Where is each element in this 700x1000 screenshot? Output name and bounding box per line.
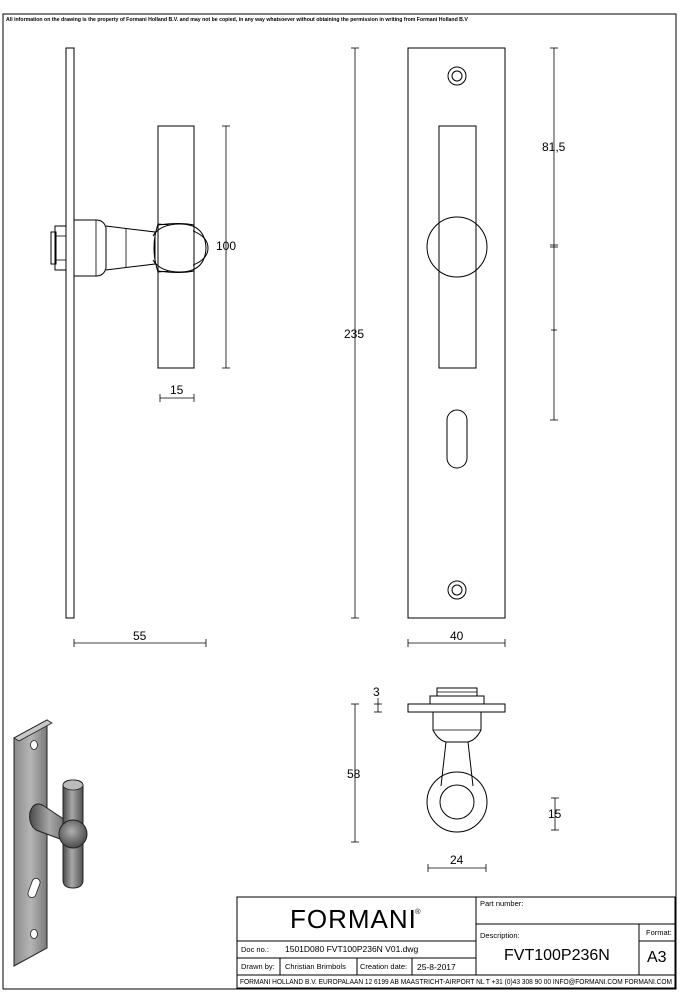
dim-label-plate-height: 235 xyxy=(344,327,364,341)
isometric-view xyxy=(13,719,88,967)
side-view-bar-mask xyxy=(159,225,193,271)
front-view-handle-bar xyxy=(438,125,477,369)
dim-label-projection: 55 xyxy=(133,629,147,643)
top-view-rosette-body xyxy=(432,712,482,743)
top-view-rosette xyxy=(429,695,485,705)
side-view-spindle-cap xyxy=(50,231,57,265)
side-view-neck xyxy=(105,225,156,271)
title-block: FORMANI ® Doc no.: 1501D080 FVT100P236N … xyxy=(236,896,676,989)
drawn-by-value: Christian Brimbols xyxy=(285,962,346,971)
front-view-backplate xyxy=(407,47,506,619)
dimension-ring-depth: 15 xyxy=(548,797,562,831)
dimension-projection: 55 xyxy=(73,629,207,647)
side-view-knob-outline xyxy=(152,223,207,273)
top-view-backplate xyxy=(407,703,506,713)
dim-label-plate-width: 40 xyxy=(450,629,464,643)
side-view-handle-bar xyxy=(157,125,195,369)
company-footer: FORMANI HOLLAND B.V. EUROPALAAN 12 6199 … xyxy=(240,977,672,986)
iso-keyhole xyxy=(27,877,41,899)
iso-knob xyxy=(58,819,88,849)
front-view-screw-hole-top xyxy=(447,66,467,86)
dimension-plate-height: 235 xyxy=(344,47,364,619)
dim-label-ring-depth: 15 xyxy=(548,807,562,821)
doc-no-value: 1501D080 FVT100P236N V01.dwg xyxy=(285,944,419,954)
registered-mark: ® xyxy=(415,907,421,916)
iso-bar-top xyxy=(62,779,84,791)
front-view-screw-hole-bottom-inner xyxy=(451,584,463,596)
front-view-keyhole xyxy=(446,409,468,469)
description-value: FVT100P236N xyxy=(504,947,610,964)
dimension-plate-thickness: 3 xyxy=(373,685,382,713)
dimension-handle-length: 100 xyxy=(216,125,236,369)
side-view xyxy=(50,47,209,619)
side-view-rosette xyxy=(73,219,107,277)
format-label: Format: xyxy=(646,928,672,937)
front-view-screw-hole-top-inner xyxy=(451,70,463,82)
creation-date-label: Creation date: xyxy=(360,962,407,971)
doc-no-label: Doc no.: xyxy=(241,945,269,954)
drawing-frame xyxy=(2,13,677,990)
front-view xyxy=(407,47,506,619)
creation-date-value: 25-8-2017 xyxy=(417,962,456,972)
format-value: A3 xyxy=(647,949,667,966)
top-view-ring-inner xyxy=(439,784,475,820)
iso-screw-hole-top xyxy=(30,740,38,750)
side-view-knob-top xyxy=(157,223,195,226)
dimension-plate-width: 40 xyxy=(407,629,506,647)
dimension-total-depth: 58 xyxy=(347,703,361,843)
formani-logo: FORMANI xyxy=(290,904,417,934)
dim-label-handle-diameter: 15 xyxy=(170,383,184,397)
dimension-spindle-distance: 81,5 xyxy=(542,47,566,421)
top-view xyxy=(407,687,506,833)
side-view-spindle-housing xyxy=(54,225,67,271)
dimension-handle-diameter: 15 xyxy=(159,383,195,402)
front-view-screw-hole-bottom xyxy=(447,580,467,600)
dimension-ring-width: 24 xyxy=(427,853,487,872)
front-view-knob xyxy=(426,216,488,278)
side-view-backplate xyxy=(65,47,75,619)
iso-screw-hole-bottom xyxy=(30,929,38,939)
part-number-label: Part number: xyxy=(480,899,523,908)
side-view-knob-bottom xyxy=(157,270,195,273)
iso-backplate-edge xyxy=(13,719,53,742)
dim-label-total-depth: 58 xyxy=(347,767,361,781)
dim-label-ring-width: 24 xyxy=(450,853,464,867)
iso-backplate xyxy=(13,719,48,967)
top-view-ring-outer xyxy=(426,771,488,833)
dim-label-plate-thickness: 3 xyxy=(373,685,380,699)
dim-label-handle-length: 100 xyxy=(216,239,236,253)
description-label: Description: xyxy=(480,931,520,940)
drawn-by-label: Drawn by: xyxy=(241,962,275,971)
dim-label-spindle-distance: 81,5 xyxy=(542,140,566,154)
top-view-neck xyxy=(440,741,474,787)
copyright-notice: All information on the drawing is the pr… xyxy=(6,17,468,23)
